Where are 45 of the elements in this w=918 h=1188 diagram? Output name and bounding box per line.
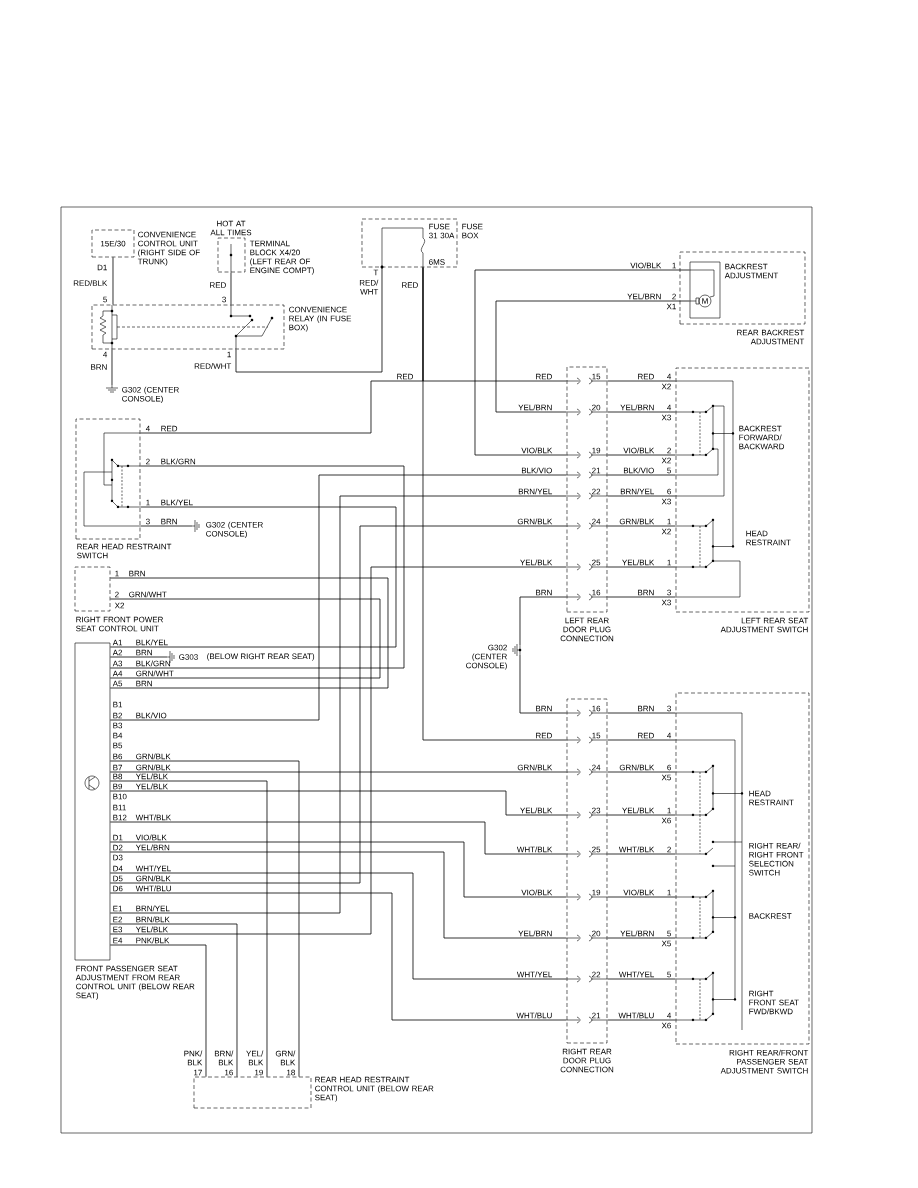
wire [606,712,677,714]
wire [109,577,389,689]
wire [606,411,677,413]
wire [519,596,568,647]
wire [109,760,300,1078]
wire [606,814,677,816]
wire [606,739,677,741]
wire [109,790,568,816]
wire [109,656,169,658]
wire [109,923,238,1078]
wire [109,892,568,1021]
wire [109,474,568,721]
wire [109,821,568,855]
wire [606,566,677,568]
wire [606,380,677,382]
wire [109,780,268,1078]
wire [606,978,677,980]
wire [111,348,113,387]
wire [235,266,383,373]
wire [112,256,114,306]
wire [606,474,677,476]
wire [606,896,677,898]
wire [230,271,232,306]
wire [109,851,568,939]
wire [606,454,677,456]
wire [495,300,691,413]
wire [474,269,691,456]
wire [519,653,568,714]
wire [139,525,194,527]
wire [109,841,568,898]
wire [606,1019,677,1021]
wire [109,598,381,679]
wire [606,495,677,497]
wire [606,937,677,939]
wire [422,266,568,741]
wire [109,566,568,935]
wire [606,853,677,855]
wire [109,465,405,669]
wire [109,872,568,980]
wire [606,525,677,527]
wire [109,506,397,648]
wire [606,771,677,773]
wire [109,771,568,773]
wire [109,944,207,1078]
wire [606,596,677,598]
